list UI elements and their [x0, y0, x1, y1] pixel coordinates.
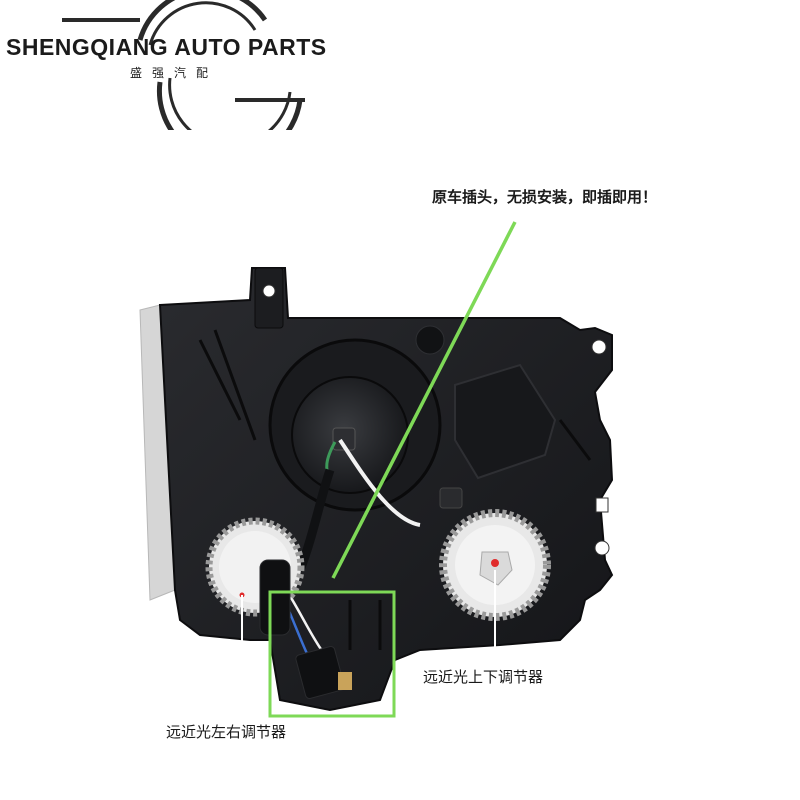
plug-connector [259, 559, 291, 636]
housing-ribs [198, 329, 592, 650]
brand-logo: SHENGQIANG AUTO PARTS 盛强汽配 [0, 0, 380, 165]
pointer-line [331, 221, 517, 579]
gear-right [439, 509, 551, 621]
brand-name-cn: 盛强汽配 [130, 66, 219, 80]
highlight-box [268, 590, 396, 718]
vertical-adjuster-callout: 远近光上下调节器 [423, 668, 544, 686]
mount-tab-top [254, 267, 284, 329]
brand-name: SHENGQIANG AUTO PARTS [6, 34, 327, 60]
horizontal-adjuster-callout: 远近光左右调节器 [166, 723, 287, 741]
access-cover [454, 363, 557, 480]
plug-callout: 原车插头，无损安装，即插即用！ [432, 188, 658, 206]
